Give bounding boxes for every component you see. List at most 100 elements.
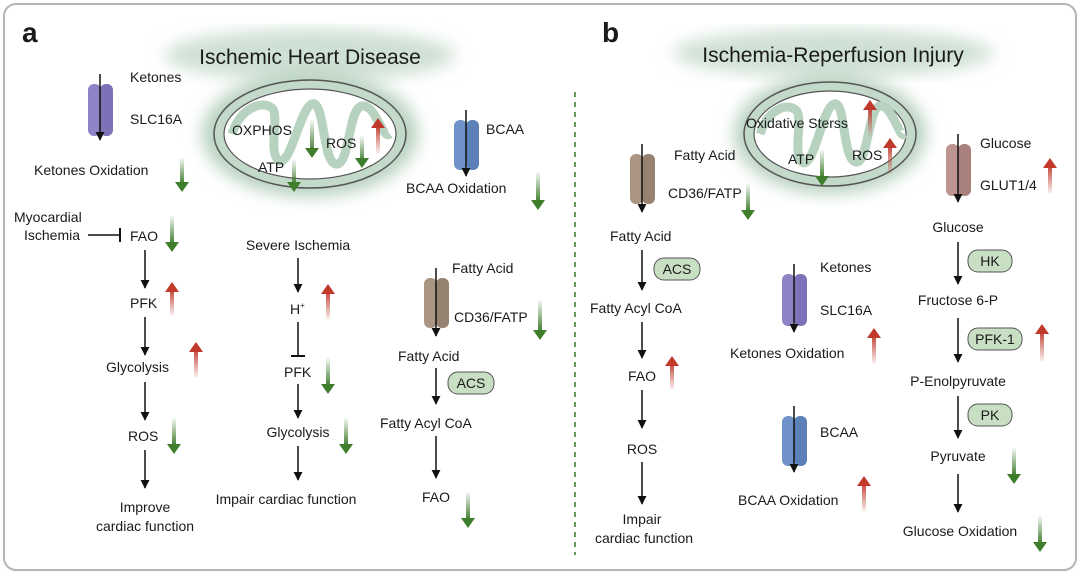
bcaa-b-transporter-icon (782, 406, 807, 473)
glucose-b-pyruvate-down-arrow (1012, 448, 1016, 476)
glucose-b-oxidation: Glucose Oxidation (903, 523, 1017, 539)
ketones-b-transporter-icon (782, 264, 807, 333)
mito-a-atp-down-arrow (292, 160, 296, 186)
fatty-a-substrate: Fatty Acid (452, 260, 513, 276)
chain1-fao: FAO (130, 228, 158, 244)
bcaa-a-oxidation: BCAA Oxidation (406, 180, 506, 196)
fatty-a-acid: Fatty Acid (398, 348, 459, 364)
chain2-pfk: PFK (284, 364, 312, 380)
glucose-b-pep: P-Enolpyruvate (910, 373, 1006, 389)
fatty-a-fao-down-arrow (466, 492, 470, 520)
fatty-b-fao-up-arrow (670, 362, 674, 390)
ketones-a-transporter-icon (88, 74, 113, 141)
bcaa-a-substrate: BCAA (486, 121, 525, 137)
glucose-b-transporter-icon (946, 134, 971, 203)
panel-b-letter: b (602, 17, 619, 48)
mito-b-oxidative-up-arrow (868, 106, 872, 136)
chain1-outcome-line1: Improve (120, 499, 171, 515)
chain2-glycolysis-down-arrow (344, 418, 348, 446)
fatty-a-transporter-down-arrow (538, 300, 542, 332)
figure-frame (3, 3, 1077, 571)
mito-b-oxidative: Oxidative Sterss (746, 115, 848, 131)
mito-b-atp-down-arrow (820, 150, 824, 178)
mito-b-ros: ROS (852, 147, 882, 163)
mito-a-ros-up-arrow (376, 124, 380, 154)
bcaa-a-oxidation-down-arrow (536, 172, 540, 202)
fatty-b-transporter-down-arrow (746, 184, 750, 212)
fatty-b-outcome-line1: Impair (623, 511, 662, 527)
panel-b-title: Ischemia-Reperfusion Injury (702, 44, 964, 67)
glucose-b-hk: HK (980, 253, 1000, 269)
fatty-b-transporter: CD36/FATP (668, 185, 742, 201)
mito-a-ros: ROS (326, 135, 356, 151)
chain2-pfk-down-arrow (326, 358, 330, 386)
glucose-b-pfk1: PFK-1 (975, 331, 1015, 347)
fatty-a-transporter: CD36/FATP (454, 309, 528, 325)
bcaa-b-substrate: BCAA (820, 424, 859, 440)
fatty-b-enzyme: ACS (663, 261, 692, 277)
stimulus-a-line2: Ischemia (24, 227, 80, 243)
chain1-pfk-up-arrow (170, 288, 174, 316)
panel-a-letter: a (22, 17, 38, 48)
chain2-outcome: Impair cardiac function (216, 491, 357, 507)
fatty-b-ros: ROS (627, 441, 657, 457)
fatty-b-transporter-icon (630, 144, 655, 213)
chain1-glycolysis: Glycolysis (106, 359, 169, 375)
bcaa-b-oxidation: BCAA Oxidation (738, 492, 838, 508)
fatty-a-enzyme: ACS (457, 375, 486, 391)
fatty-b-enzyme-box (653, 257, 701, 281)
fatty-b-acyl: Fatty Acyl CoA (590, 300, 682, 316)
ketones-b-oxidation: Ketones Oxidation (730, 345, 844, 361)
chain2-glycolysis: Glycolysis (266, 424, 329, 440)
glucose-b-pk-box (967, 403, 1013, 427)
chain1-outcome-line2: cardiac function (96, 518, 194, 534)
glucose-b-f6p: Fructose 6-P (918, 292, 998, 308)
mito-a-ros-down-arrow (360, 136, 364, 162)
glucose-b-oxidation-down-arrow (1038, 516, 1042, 544)
chain2-start: Severe Ischemia (246, 237, 350, 253)
glucose-b-pfk1-up-arrow (1040, 330, 1044, 362)
ketones-b-transporter: SLC16A (820, 302, 873, 318)
bcaa-b-oxidation-up-arrow (862, 482, 866, 512)
mito-b-atp: ATP (788, 151, 814, 167)
glucose-b-pk: PK (981, 407, 1000, 423)
panel-a-title-glow (165, 29, 455, 81)
chain1-ros-down-arrow (172, 418, 176, 446)
chain1-pfk: PFK (130, 295, 158, 311)
glucose-b-transporter-up-arrow (1048, 164, 1052, 194)
glucose-b-hk-box (967, 249, 1013, 273)
glucose-b-pyruvate: Pyruvate (930, 448, 985, 464)
glucose-b-pfk1-box (967, 327, 1023, 351)
stimulus-a-line1: Myocardial (14, 209, 82, 225)
mito-b-ros-up-arrow (888, 144, 892, 174)
ketones-a-substrate: Ketones (130, 69, 181, 85)
ketones-a-oxidation: Ketones Oxidation (34, 162, 148, 178)
panel-b-title-glow (673, 29, 993, 77)
chain1-glycolysis-up-arrow (194, 348, 198, 378)
fatty-b-fao: FAO (628, 368, 656, 384)
glucose-b-transporter: GLUT1/4 (980, 177, 1037, 193)
chain1-ros: ROS (128, 428, 158, 444)
ketones-a-transporter: SLC16A (130, 111, 183, 127)
fatty-a-acyl: Fatty Acyl CoA (380, 415, 472, 431)
mitochondrion-b (734, 74, 926, 194)
panel-a-title: Ischemic Heart Disease (199, 46, 421, 69)
chain2-h: H+ (290, 301, 305, 317)
mito-a-atp: ATP (258, 159, 284, 175)
mito-a-oxphos: OXPHOS (232, 122, 292, 138)
fatty-a-transporter-icon (424, 268, 449, 337)
chain2-h-up-arrow (326, 290, 330, 320)
fatty-b-substrate: Fatty Acid (674, 147, 735, 163)
bcaa-a-transporter-icon (454, 110, 479, 177)
ketones-a-oxidation-down-arrow (180, 158, 184, 184)
fatty-b-outcome-line2: cardiac function (595, 530, 693, 546)
glucose-b-substrate: Glucose (980, 135, 1032, 151)
mito-a-oxphos-down-arrow (310, 120, 314, 152)
fatty-a-enzyme-box (447, 371, 495, 395)
ketones-b-substrate: Ketones (820, 259, 871, 275)
fatty-b-acid: Fatty Acid (610, 228, 671, 244)
ketones-b-oxidation-up-arrow (872, 334, 876, 364)
fatty-a-fao: FAO (422, 489, 450, 505)
glucose-b-glucose: Glucose (932, 219, 984, 235)
